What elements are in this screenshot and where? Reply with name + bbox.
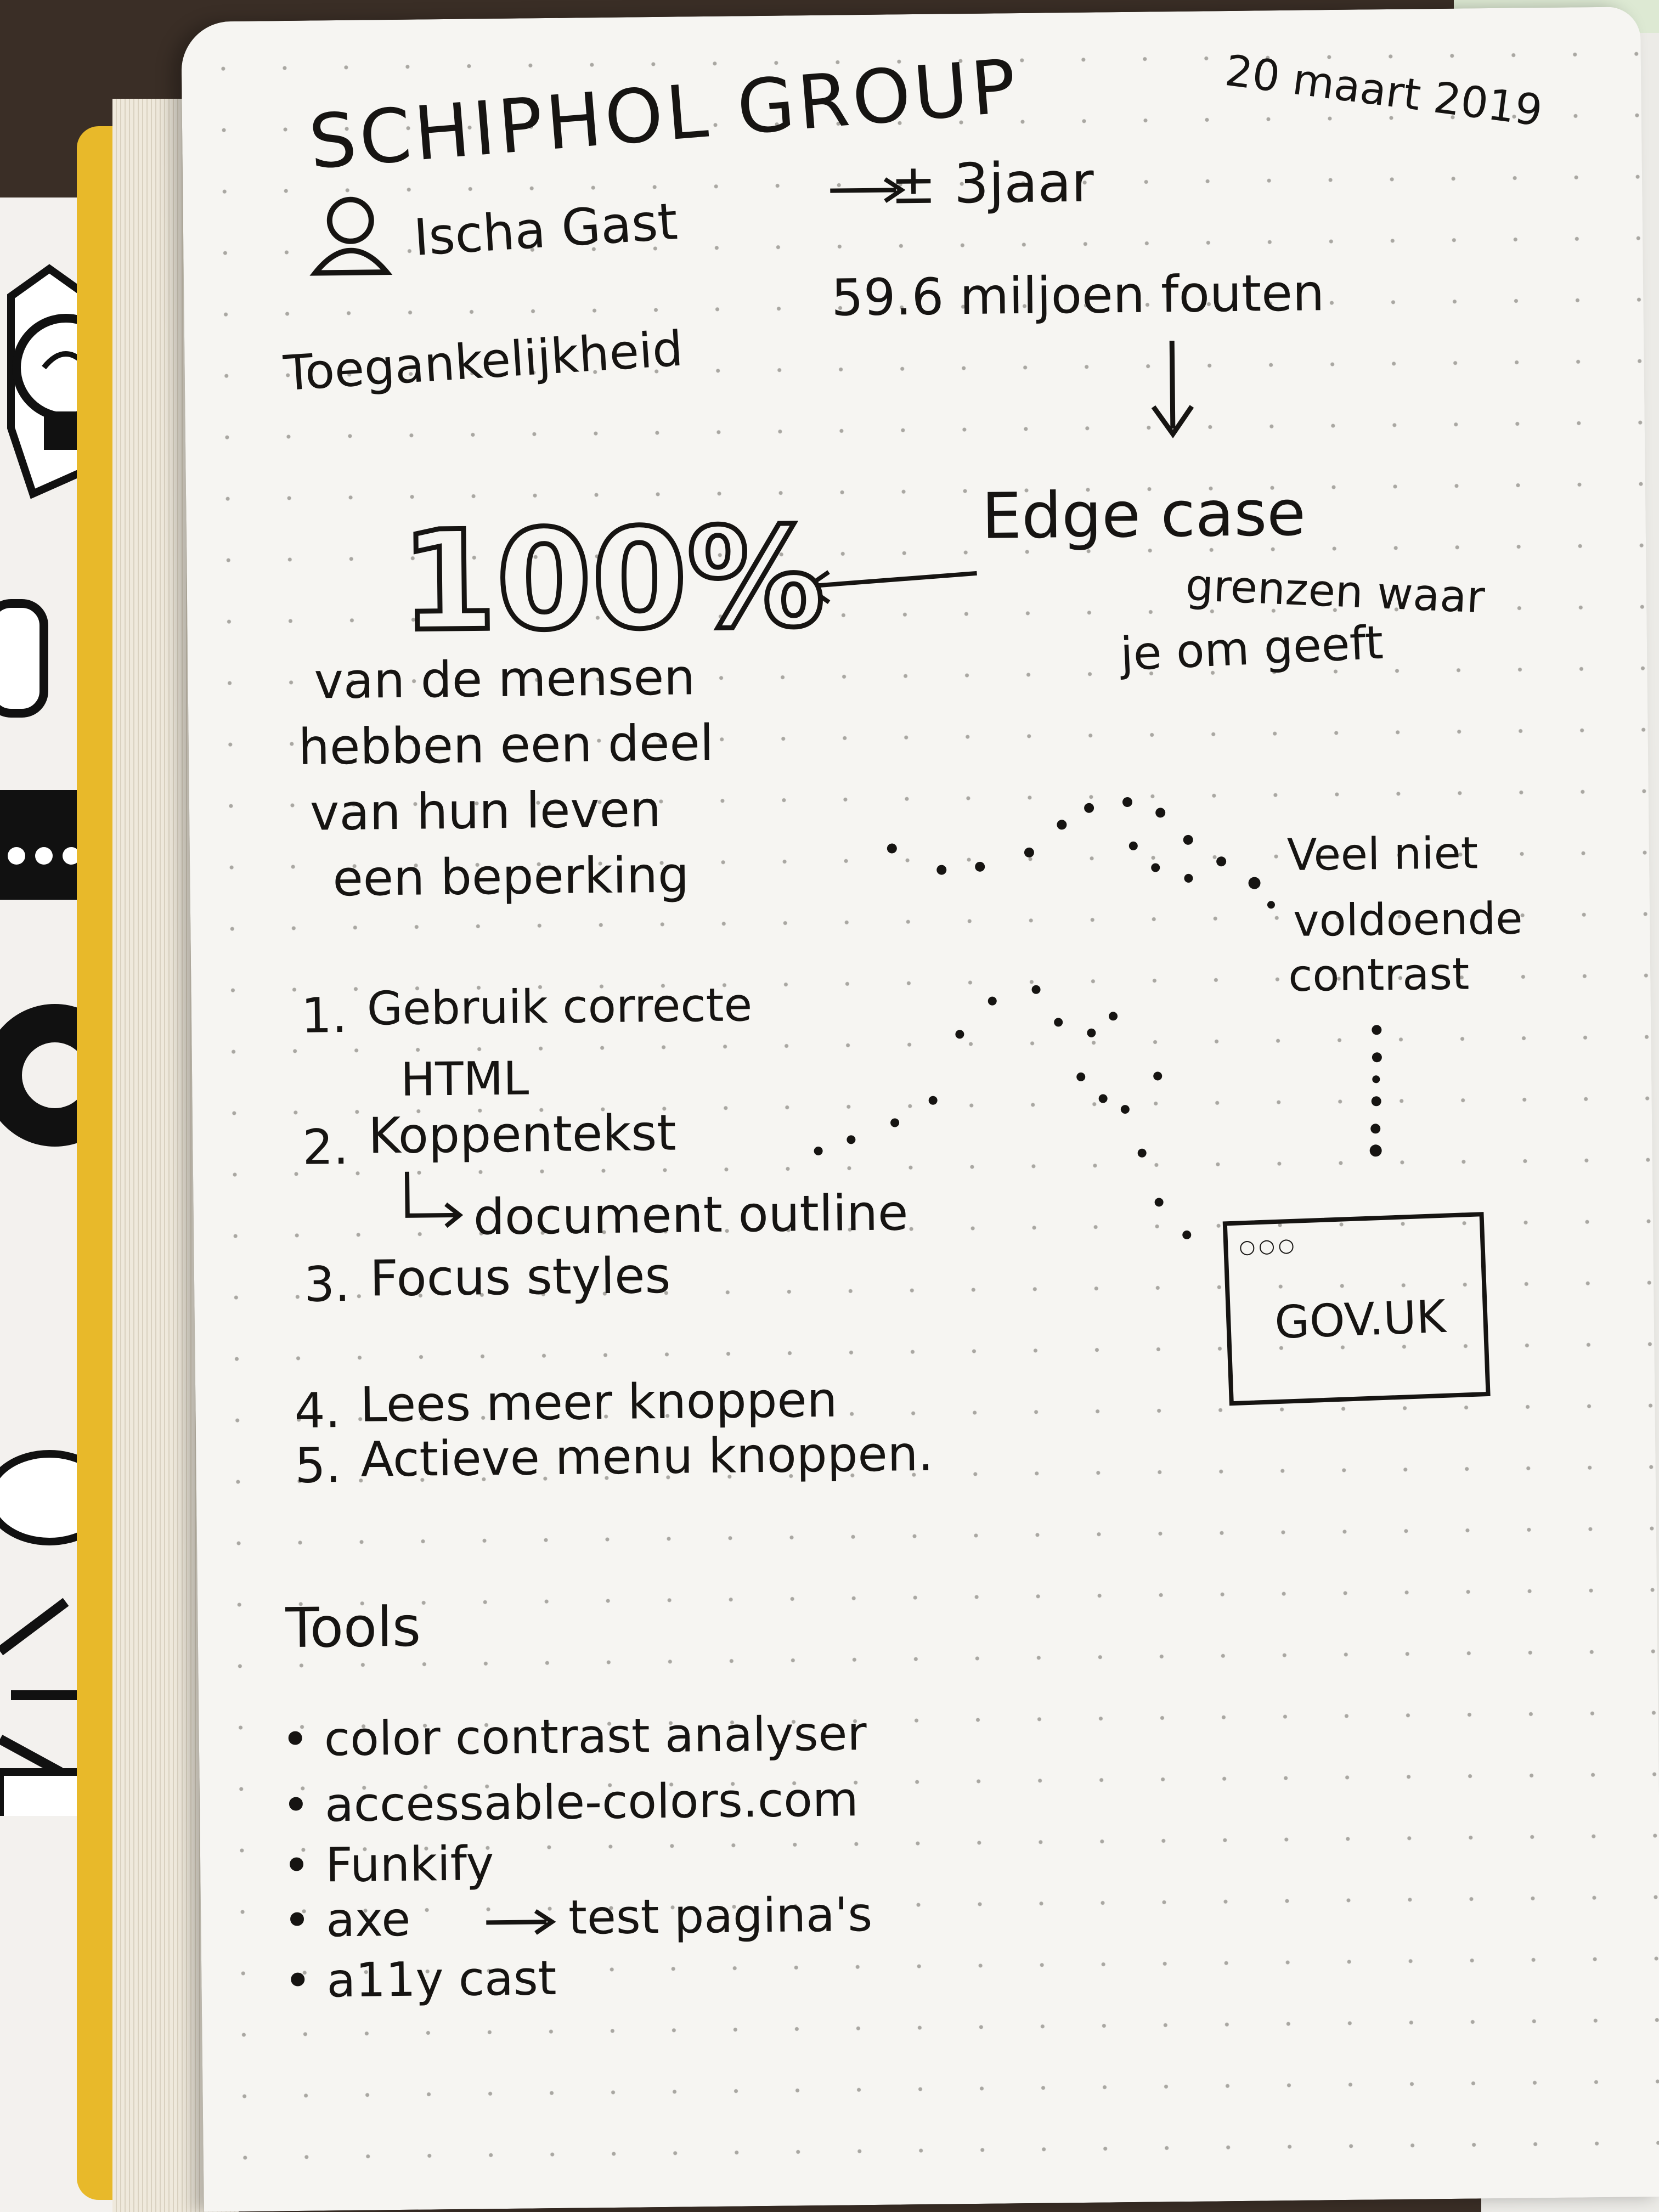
list-num-5: 5. — [295, 1437, 342, 1494]
browser-window-sketch: ○○○ GOV.UK — [1222, 1212, 1491, 1406]
list-num-3: 3. — [303, 1255, 351, 1313]
list-item-2-sub: document outline — [473, 1184, 909, 1246]
list-num-4: 4. — [294, 1382, 341, 1439]
gov-uk-label: GOV.UK — [1273, 1290, 1447, 1350]
dotted-line-down — [1369, 1025, 1382, 1157]
arrow-down-icon — [1151, 341, 1194, 438]
edge-case-label: Edge case — [981, 476, 1306, 554]
arrow-right-icon — [830, 177, 906, 203]
arrow-left-icon — [803, 570, 977, 604]
speaker-name: Ischa Gast — [412, 192, 680, 268]
accessibility-label: Toegankelijkheid — [281, 320, 685, 402]
contrast-note-line-2: voldoende — [1293, 893, 1523, 946]
dotted-path-doodle — [814, 797, 1275, 1239]
tool-item: • axe — [283, 1892, 411, 1949]
tool-item: • color contrast analyser — [281, 1706, 867, 1768]
list-item-4: Lees meer knoppen — [359, 1371, 838, 1433]
duration: ± 3jaar — [890, 150, 1094, 217]
sub-arrow-icon — [404, 1171, 464, 1228]
stat-line-1: van de mensen — [314, 648, 696, 710]
person-icon — [309, 196, 393, 276]
date: 20 maart 2019 — [1222, 46, 1545, 137]
list-item-1b: HTML — [400, 1051, 529, 1107]
list-num-2: 2. — [302, 1118, 349, 1176]
list-item-2: Koppentekst — [368, 1104, 677, 1165]
stat-line-3: van hun leven — [309, 780, 662, 842]
tool-item: • Funkify — [282, 1836, 494, 1894]
notebook-page: SCHIPHOL GROUP 20 maart 2019 Ischa Gast … — [181, 7, 1659, 2212]
contrast-note-line-1: Veel niet — [1286, 827, 1479, 881]
stat-value: 100% — [398, 495, 828, 664]
tool-item: • accessable-colors.com — [281, 1772, 859, 1833]
arrow-right-icon — [486, 1909, 556, 1935]
list-item-5: Actieve menu knoppen. — [360, 1425, 934, 1488]
contrast-note-line-3: contrast — [1288, 948, 1470, 1001]
stat-line-2: hebben een deel — [298, 714, 714, 776]
list-item-3: Focus styles — [369, 1246, 671, 1308]
tools-heading: Tools — [285, 1594, 421, 1661]
list-item-1: Gebruik correcte — [366, 978, 753, 1036]
errors-count: 59.6 miljoen fouten — [831, 263, 1325, 328]
edge-case-note-1: grenzen waar — [1184, 559, 1486, 623]
window-controls-icon: ○○○ — [1238, 1234, 1299, 1259]
tool-item: • a11y cast — [283, 1951, 557, 2009]
axe-note: test pagina's — [568, 1887, 873, 1945]
stat-line-4: een beperking — [332, 846, 690, 908]
edge-case-note-2: je om geeft — [1119, 615, 1385, 681]
list-num-1: 1. — [301, 986, 348, 1044]
